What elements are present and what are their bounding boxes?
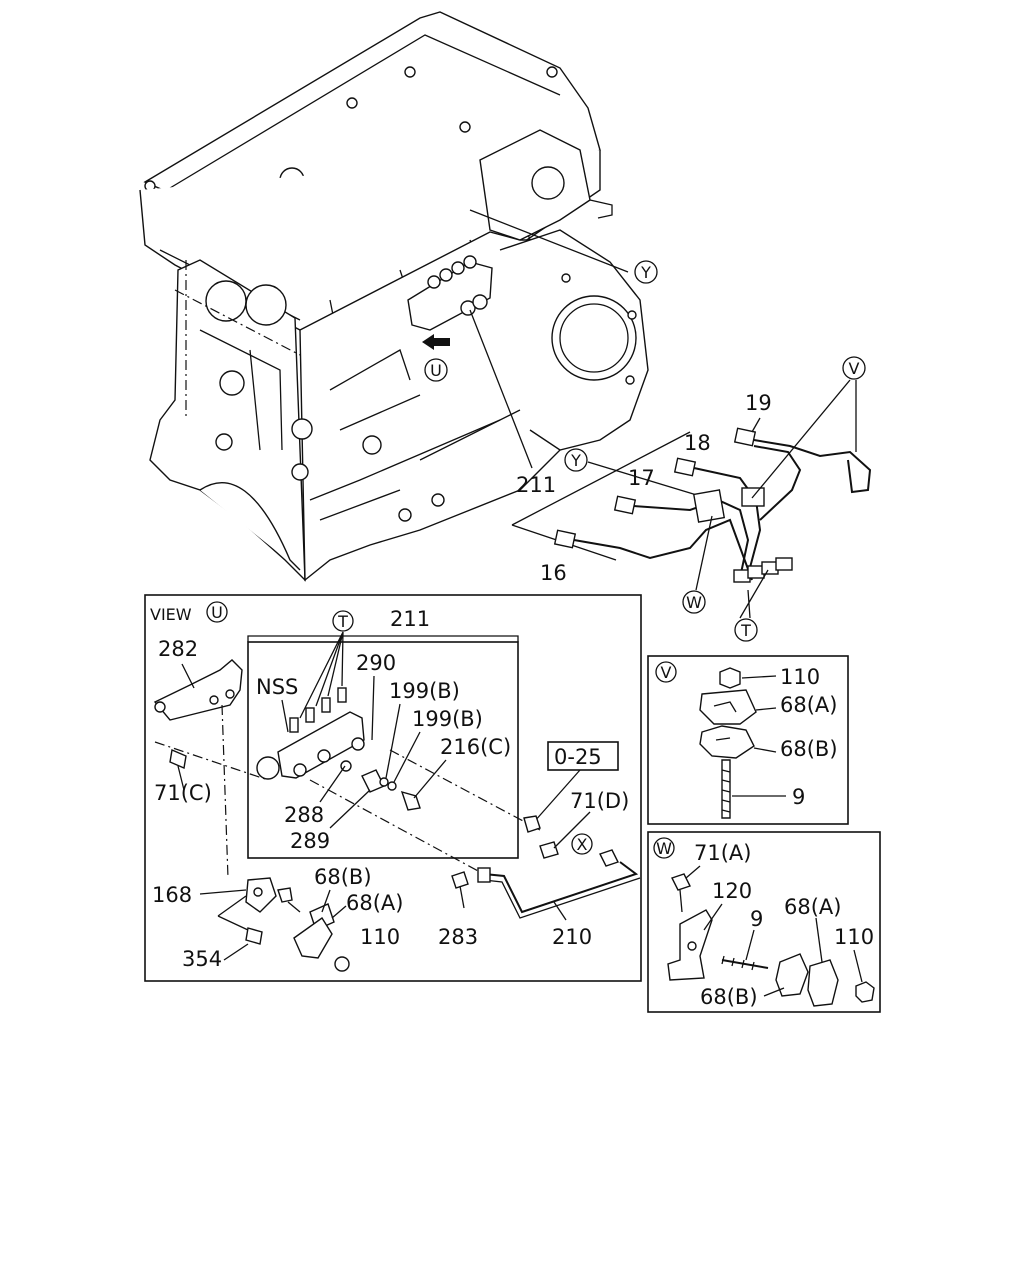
part-354: 354 bbox=[182, 947, 222, 971]
callout-y-2: Y bbox=[570, 451, 581, 470]
detail-v-110: 110 bbox=[780, 665, 820, 689]
view-letter: U bbox=[211, 603, 223, 622]
callout-y-1: Y bbox=[640, 263, 651, 282]
detail-v-68b: 68(B) bbox=[780, 737, 838, 761]
part-283: 283 bbox=[438, 925, 478, 949]
callout-u: U bbox=[430, 361, 442, 380]
detail-v-letter: V bbox=[661, 663, 672, 682]
callout-x: X bbox=[577, 835, 588, 854]
part-211-main: 211 bbox=[516, 473, 556, 497]
part-216c: 216(C) bbox=[440, 735, 511, 759]
part-289: 289 bbox=[290, 829, 330, 853]
detail-w-120: 120 bbox=[712, 879, 752, 903]
view-u-panel: VIEW U 211 282 71(C) NSS bbox=[144, 594, 642, 982]
part-19: 19 bbox=[745, 391, 772, 415]
detail-w-panel: W 71(A) 120 9 68(A) 68(B) 110 bbox=[647, 831, 881, 1013]
detail-w-9: 9 bbox=[750, 907, 763, 931]
callout-t-view: T bbox=[337, 612, 348, 631]
label-nss: NSS bbox=[256, 675, 298, 699]
detail-w-71a: 71(A) bbox=[694, 841, 751, 865]
part-282: 282 bbox=[158, 637, 198, 661]
part-68a-view: 68(A) bbox=[346, 891, 403, 915]
detail-w-letter: W bbox=[656, 839, 672, 858]
part-16: 16 bbox=[540, 561, 567, 585]
spec-0-25: 0-25 bbox=[554, 745, 602, 769]
view-title: VIEW bbox=[150, 605, 192, 624]
detail-v-68a: 68(A) bbox=[780, 693, 837, 717]
part-68b-view: 68(B) bbox=[314, 865, 372, 889]
callout-t-main: T bbox=[740, 621, 751, 640]
callout-v: V bbox=[849, 359, 860, 378]
detail-w-68b: 68(B) bbox=[700, 985, 758, 1009]
engine-block-drawing bbox=[139, 11, 649, 582]
inner-group-211: 211 bbox=[390, 607, 430, 631]
part-110-view: 110 bbox=[360, 925, 400, 949]
part-18: 18 bbox=[684, 431, 711, 455]
detail-v-9: 9 bbox=[792, 785, 805, 809]
part-288: 288 bbox=[284, 803, 324, 827]
part-199b-1: 199(B) bbox=[389, 679, 460, 703]
part-199b-2: 199(B) bbox=[412, 707, 483, 731]
detail-w-110: 110 bbox=[834, 925, 874, 949]
part-71d: 71(D) bbox=[570, 789, 629, 813]
detail-w-68a: 68(A) bbox=[784, 895, 841, 919]
injection-pipes-drawing: Y 19 18 17 16 V W T bbox=[511, 356, 872, 642]
part-290: 290 bbox=[356, 651, 396, 675]
callout-w-main: W bbox=[686, 593, 702, 612]
part-71c: 71(C) bbox=[154, 781, 212, 805]
part-168: 168 bbox=[152, 883, 192, 907]
main-callouts: Y U 211 bbox=[424, 260, 658, 497]
part-17: 17 bbox=[628, 466, 655, 490]
part-210: 210 bbox=[552, 925, 592, 949]
detail-v-panel: V 110 68(A) 68(B) 9 bbox=[647, 655, 849, 825]
